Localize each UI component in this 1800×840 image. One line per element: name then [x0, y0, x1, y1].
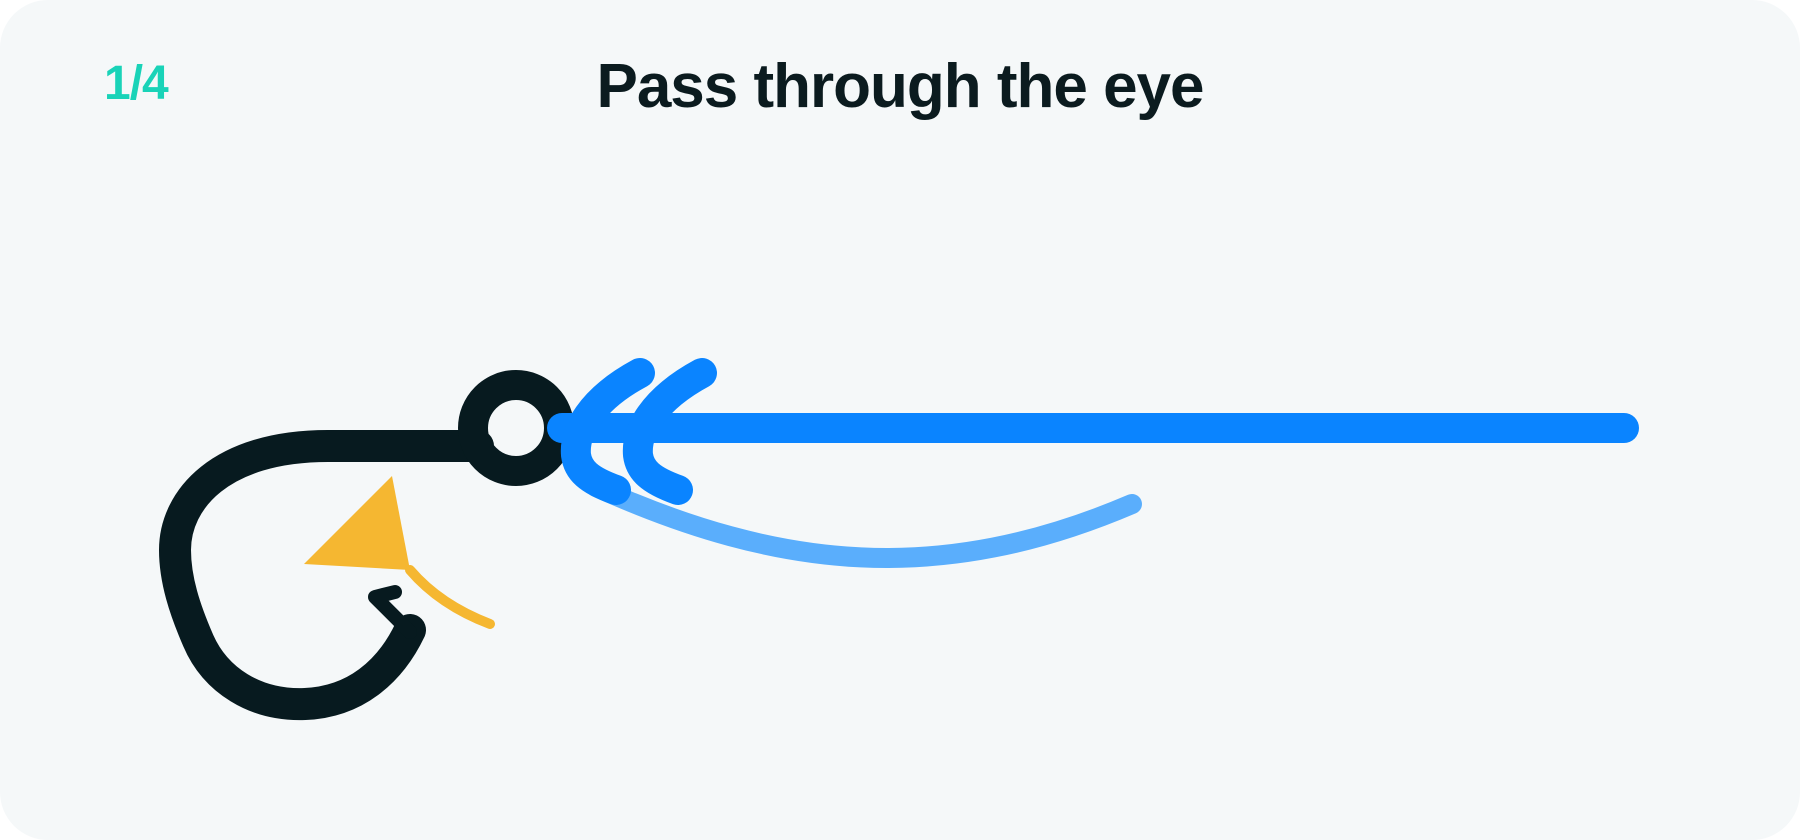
hook-eye — [458, 370, 574, 486]
line-loop-icon — [547, 358, 1639, 505]
hook-shank — [159, 430, 494, 721]
step-counter: 1/4 — [104, 57, 169, 110]
line-tag-end — [586, 477, 1142, 568]
bait-tip — [304, 476, 410, 570]
bait-tip-tail — [405, 565, 495, 629]
line-loop-first — [560, 358, 655, 505]
hook-barb — [368, 585, 417, 639]
step-title: Pass through the eye — [596, 52, 1204, 121]
arrow-icon — [304, 476, 495, 629]
line-loop-second — [622, 358, 717, 505]
